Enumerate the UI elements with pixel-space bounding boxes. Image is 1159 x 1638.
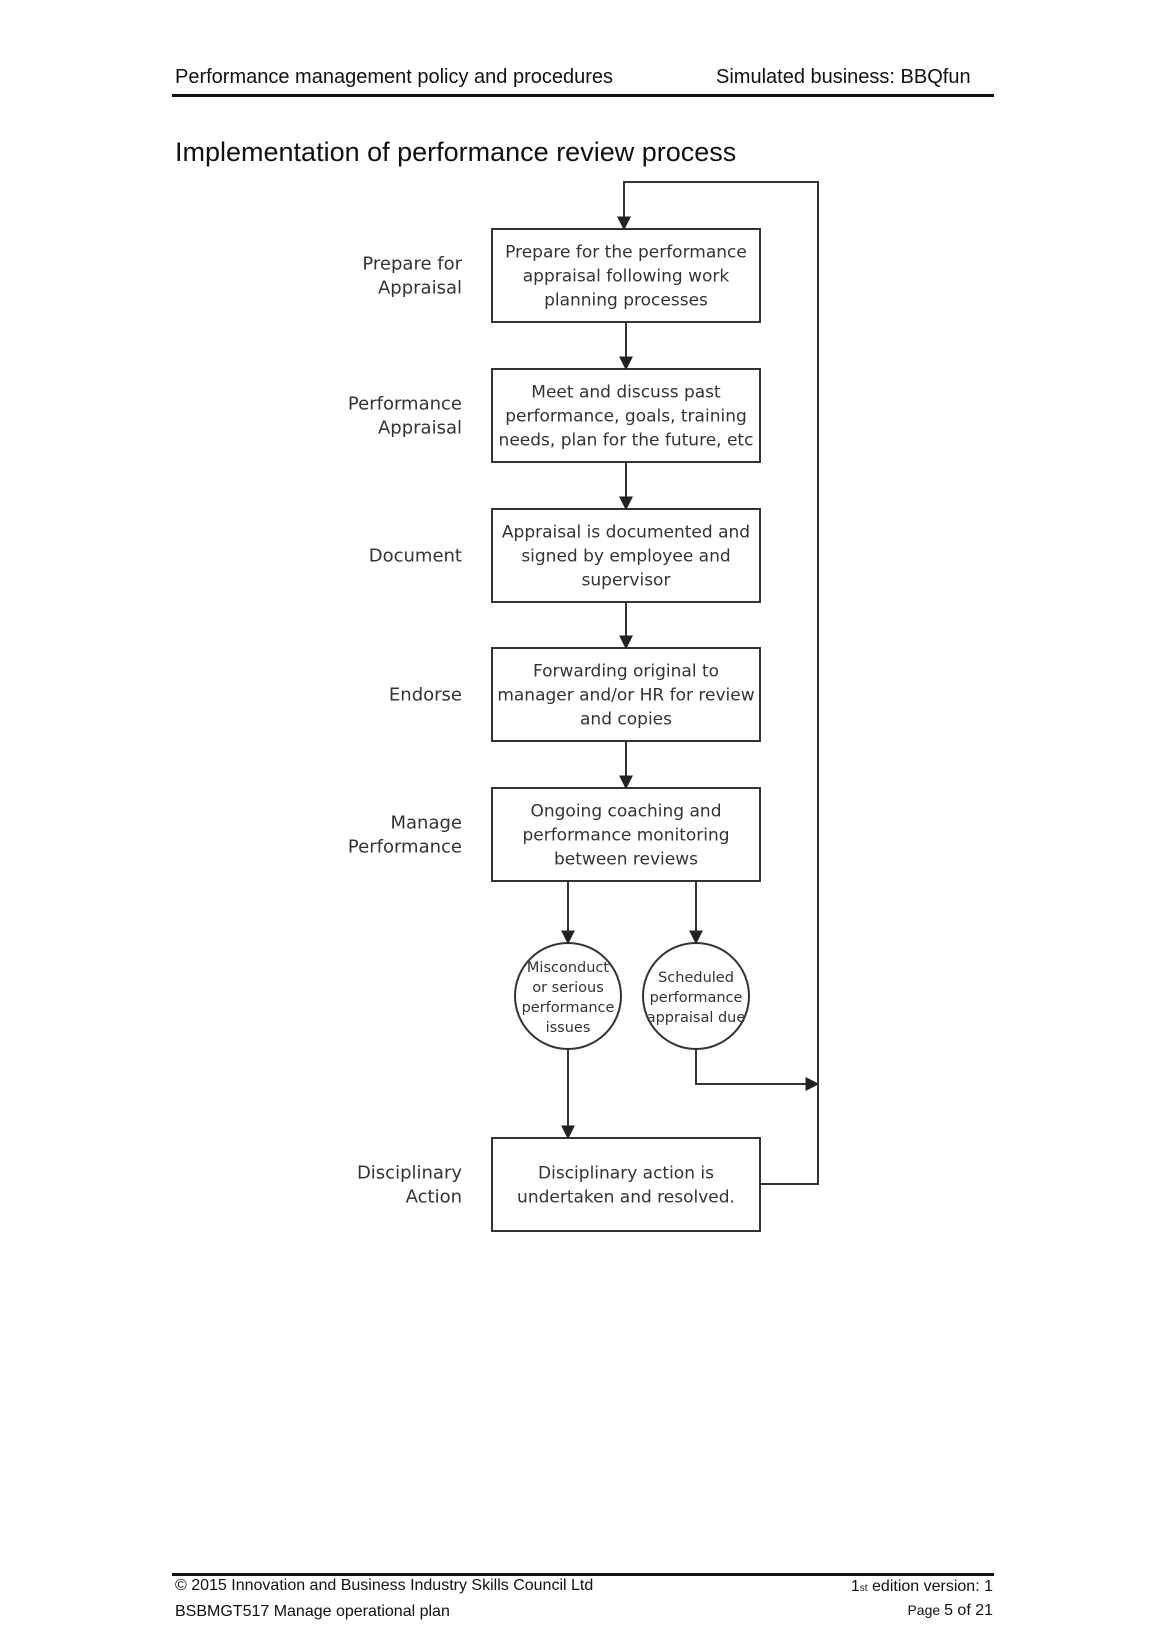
header-rule — [172, 94, 994, 97]
page-number: 5 — [944, 1602, 953, 1619]
process-box-text-line: Forwarding original to — [533, 662, 719, 682]
header-document-title: Performance management policy and proced… — [175, 66, 614, 88]
footer-unit: BSBMGT517 Manage operational plan — [175, 1603, 450, 1620]
scheduled-decision-text-line: performance — [650, 990, 743, 1006]
stage-label-line: Manage — [391, 813, 463, 834]
misconduct-decision-text-line: or serious — [532, 980, 604, 996]
stage-label-line: Disciplinary — [357, 1163, 462, 1184]
edition-version: 1 — [984, 1578, 993, 1595]
misconduct-decision-text-line: issues — [546, 1020, 591, 1036]
footer-rule — [172, 1573, 994, 1576]
stage-label-line: Performance — [348, 394, 462, 415]
process-box-text: Appraisal is documented and signed by emp… — [502, 523, 750, 591]
process-box-text-line: Meet and discuss past — [531, 383, 721, 403]
process-box-text-line: appraisal following work — [523, 267, 730, 287]
misconduct-decision-text: Misconduct or serious performance issues — [522, 960, 615, 1036]
return-arrow — [695, 1049, 820, 1091]
process-box-text: Disciplinary action is undertaken and res… — [517, 1164, 735, 1208]
process-box-text: Meet and discuss past performance, goals,… — [499, 383, 754, 451]
page-of: of — [952, 1602, 976, 1619]
scheduled-decision-text-line: Scheduled — [658, 970, 734, 986]
footer-copyright: © 2015 Innovation and Business Industry … — [175, 1577, 594, 1594]
stage-label-line: Action — [406, 1187, 462, 1208]
stage-label: Endorse — [389, 685, 462, 706]
page-label: Page — [907, 1602, 945, 1618]
footer-edition: 1st edition version: 1 — [851, 1578, 993, 1596]
edition-superscript: st — [859, 1583, 868, 1594]
edition-number: 1 — [850, 1578, 860, 1595]
process-box-text-line: Prepare for the performance — [505, 243, 747, 263]
footer-page: Page 5 of 21 — [907, 1602, 993, 1620]
process-box-text-line: needs, plan for the future, etc — [499, 431, 754, 451]
process-box-text-line: Ongoing coaching and — [530, 802, 721, 822]
scheduled-decision-text: Scheduled performance appraisal due — [647, 970, 746, 1026]
process-box-text-line: manager and/or HR for review — [497, 686, 754, 706]
stage-label-line: Prepare for — [362, 254, 462, 275]
process-box-text-line: between reviews — [554, 850, 698, 870]
stage-label-line: Appraisal — [378, 278, 462, 299]
process-box-text-line: planning processes — [544, 291, 708, 311]
process-box-text-line: performance monitoring — [522, 826, 729, 846]
stage-label-line: Performance — [348, 837, 462, 858]
process-box-text-line: signed by employee and — [521, 547, 730, 567]
process-box-text-line: supervisor — [582, 571, 671, 591]
process-box-text: Forwarding original to manager and/or HR … — [497, 662, 754, 730]
edition-label: edition version: — [867, 1578, 985, 1595]
stage-label: Document — [369, 546, 462, 567]
process-box — [491, 1137, 761, 1232]
misconduct-decision-text-line: Misconduct — [527, 960, 609, 976]
stage-label-line: Document — [369, 546, 462, 567]
process-box-text: Prepare for the performance appraisal fol… — [505, 243, 747, 311]
process-box-text-line: and copies — [580, 710, 672, 730]
stage-label-line: Appraisal — [378, 418, 462, 439]
process-box-text-line: Disciplinary action is — [538, 1164, 714, 1184]
misconduct-decision-text-line: performance — [522, 1000, 615, 1016]
process-box-text: Ongoing coaching and performance monitori… — [522, 802, 729, 870]
section-title: Implementation of performance review pro… — [175, 137, 737, 167]
stage-label-line: Endorse — [389, 685, 462, 706]
page-total: 21 — [975, 1602, 993, 1619]
process-box-text-line: Appraisal is documented and — [502, 523, 750, 543]
process-box-text-line: undertaken and resolved. — [517, 1188, 735, 1208]
performance-review-flowchart: Prepare for the performance appraisal fol… — [348, 181, 820, 1232]
process-box-text-line: performance, goals, training — [505, 407, 747, 427]
scheduled-decision-text-line: appraisal due — [647, 1010, 746, 1026]
header-business-name: Simulated business: BBQfun — [716, 66, 971, 88]
loop-back-arrow — [617, 181, 819, 1185]
